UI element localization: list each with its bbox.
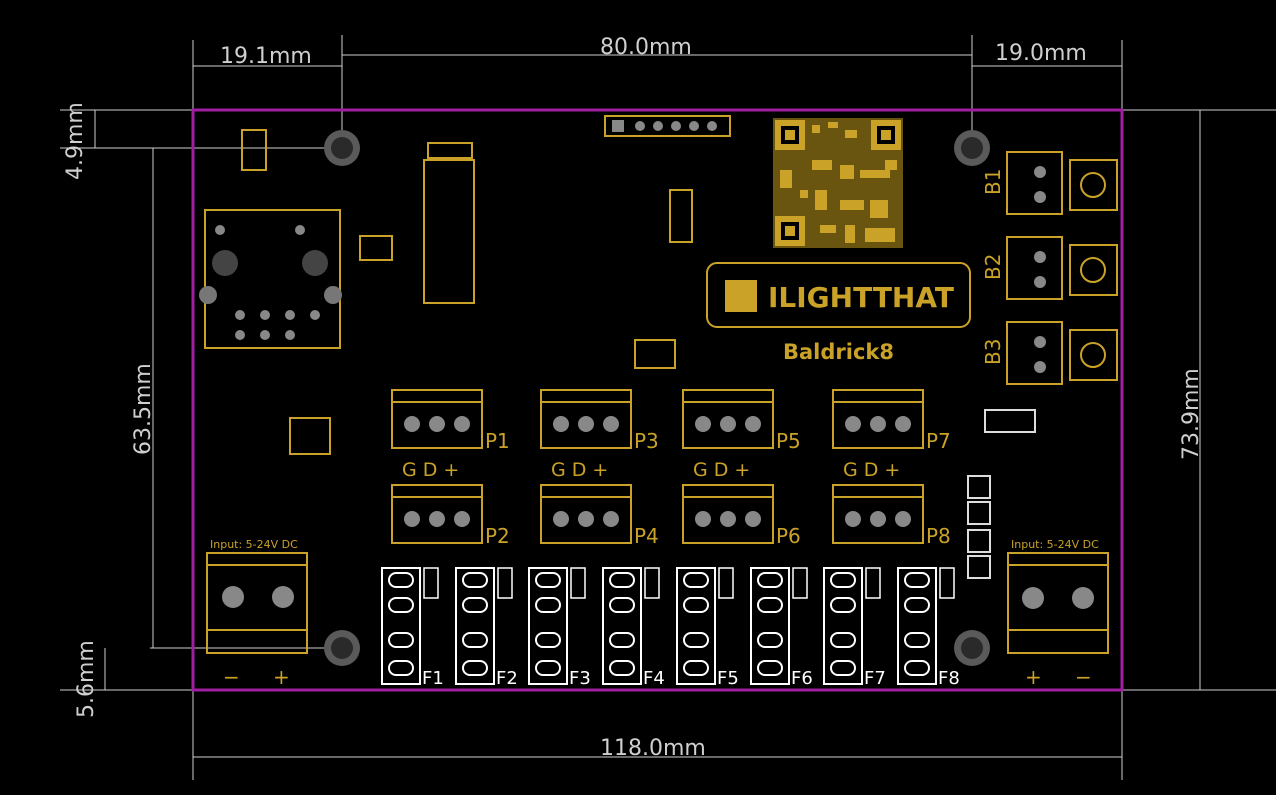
plus-label-right: + bbox=[1025, 665, 1042, 689]
dim-bottom: 118.0mm bbox=[600, 736, 706, 761]
chip-4 bbox=[289, 417, 331, 455]
fuse-label: F3 bbox=[569, 668, 591, 689]
mounting-holes bbox=[324, 130, 990, 666]
minus-label-right: − bbox=[1075, 665, 1092, 689]
fuse-5: F5 bbox=[676, 567, 739, 689]
module-outline bbox=[423, 159, 475, 304]
port-label: P6 bbox=[776, 524, 801, 548]
capacitor bbox=[427, 142, 473, 159]
fuse-label: F2 bbox=[496, 668, 518, 689]
port-label: P8 bbox=[926, 524, 951, 548]
pixel-port-8: P8 bbox=[832, 484, 951, 548]
ethernet-jack bbox=[199, 209, 342, 349]
chip-2 bbox=[634, 339, 676, 369]
dim-right: 73.9mm bbox=[1179, 368, 1204, 460]
fuse-label: F4 bbox=[643, 668, 665, 689]
power-input-left bbox=[206, 552, 308, 654]
fuse-6: F6 bbox=[750, 567, 813, 689]
pin-legend: G D + bbox=[551, 459, 608, 481]
fuse-label: F5 bbox=[717, 668, 739, 689]
pin-legend: G D + bbox=[843, 459, 900, 481]
buttons bbox=[1006, 151, 1118, 385]
regulator bbox=[241, 129, 267, 171]
header-pins bbox=[612, 120, 717, 132]
pixel-port-3: P3 G D + bbox=[540, 389, 659, 481]
fuse-1: F1 bbox=[381, 567, 444, 689]
qr-code bbox=[773, 118, 903, 248]
board-outline bbox=[191, 108, 1124, 692]
fuse-8: F8 bbox=[897, 567, 960, 689]
fuse-label: F1 bbox=[422, 668, 444, 689]
port-label: P4 bbox=[634, 524, 659, 548]
dim-left-top: 4.9mm bbox=[63, 102, 88, 180]
pin-legend: G D + bbox=[693, 459, 750, 481]
fuse-7: F7 bbox=[823, 567, 886, 689]
port-label: P7 bbox=[926, 429, 951, 453]
port-label: P5 bbox=[776, 429, 801, 453]
fuse-2: F2 bbox=[455, 567, 518, 689]
button-b3-label: B3 bbox=[981, 339, 1005, 365]
port-label: P1 bbox=[485, 429, 510, 453]
chip-logo-icon bbox=[725, 280, 757, 312]
dim-left-bottom: 5.6mm bbox=[74, 640, 99, 718]
board-name: Baldrick8 bbox=[783, 340, 894, 364]
pixel-port-7: P7 G D + bbox=[832, 389, 951, 481]
pin-header bbox=[604, 115, 731, 137]
port-label: P3 bbox=[634, 429, 659, 453]
fuse-4: F4 bbox=[602, 567, 665, 689]
pixel-port-2: P2 bbox=[391, 484, 510, 548]
port-label: P2 bbox=[485, 524, 510, 548]
dim-top-mid: 80.0mm bbox=[600, 35, 692, 60]
pixel-port-1: P1 G D + bbox=[391, 389, 510, 481]
pixel-port-4: P4 bbox=[540, 484, 659, 548]
fuse-3: F3 bbox=[528, 567, 591, 689]
input-label-right: Input: 5-24V DC bbox=[1011, 538, 1099, 551]
polarity-caps bbox=[967, 409, 1036, 579]
fuse-label: F8 bbox=[938, 668, 960, 689]
logo-frame bbox=[706, 262, 971, 328]
fuse-label: F6 bbox=[791, 668, 813, 689]
pixel-port-5: P5 G D + bbox=[682, 389, 801, 481]
dim-top-right: 19.0mm bbox=[995, 41, 1087, 66]
fuse-holders: F1 F2 F3 F4 F5 F6 F7 F8 bbox=[381, 567, 960, 689]
pixel-ports: P1 G D + P2 P3 G D + P4 P5 G D + P6 P7 G D + P8 bbox=[391, 389, 951, 548]
button-b1-label: B1 bbox=[981, 169, 1005, 195]
minus-label-left: − bbox=[223, 665, 240, 689]
plus-label-left: + bbox=[273, 665, 290, 689]
pixel-port-6: P6 bbox=[682, 484, 801, 548]
power-input-right bbox=[1007, 552, 1109, 654]
dim-top-left: 19.1mm bbox=[220, 44, 312, 69]
chip-3 bbox=[669, 189, 693, 243]
pin-legend: G D + bbox=[402, 459, 459, 481]
fuse-label: F7 bbox=[864, 668, 886, 689]
input-label-left: Input: 5-24V DC bbox=[210, 538, 298, 551]
chip bbox=[359, 235, 393, 261]
button-b2-label: B2 bbox=[981, 254, 1005, 280]
dim-left-mid: 63.5mm bbox=[131, 363, 156, 455]
brand-logo: ILIGHTTHAT bbox=[768, 281, 954, 314]
